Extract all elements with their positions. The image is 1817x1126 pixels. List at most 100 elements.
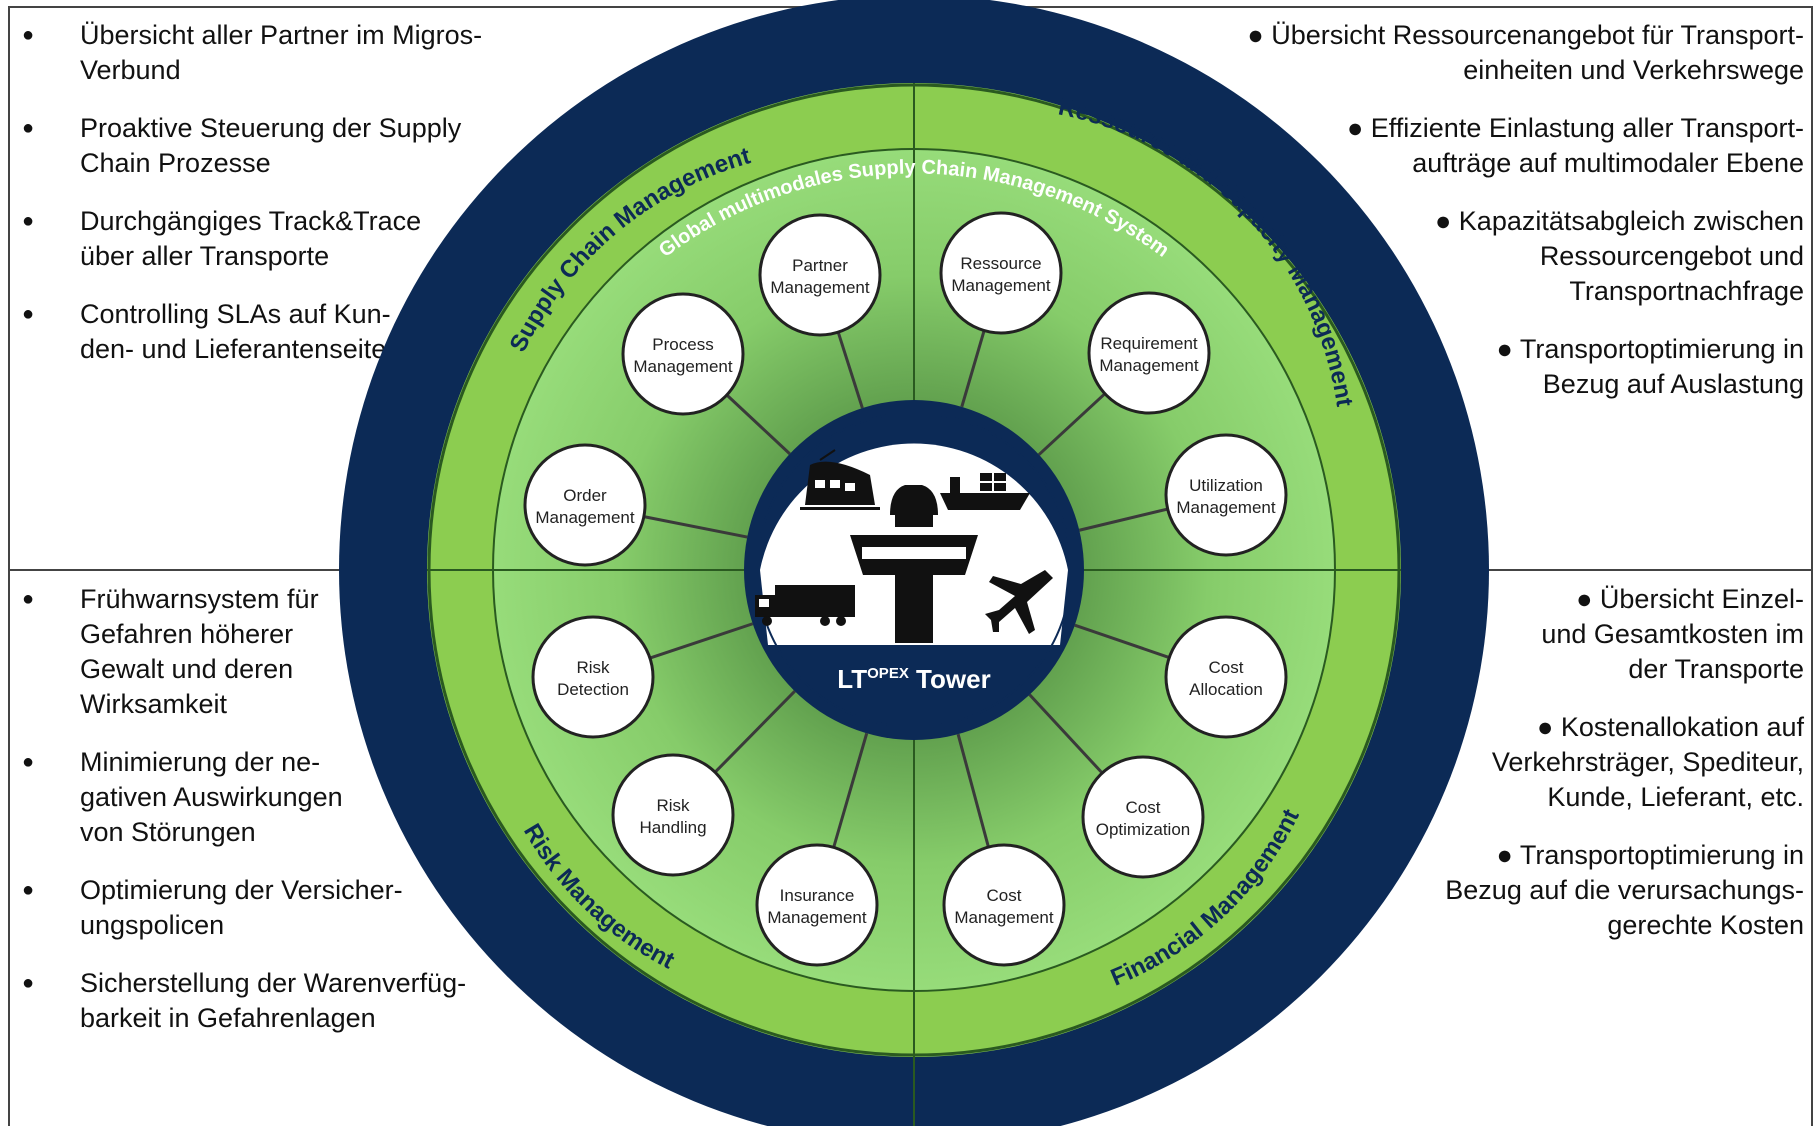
node-label: Process <box>652 335 713 354</box>
top-right-bullet-2: ● Effiziente Einlastung aller Transport-… <box>1150 111 1804 181</box>
bottom-left-bullet-2: Minimierung der ne-gativen Auswirkungenv… <box>22 745 502 850</box>
bullet-line: Minimierung der ne- <box>80 747 321 777</box>
node-circle <box>531 615 655 739</box>
node-label: Partner <box>792 256 848 275</box>
node-spokes <box>643 330 1170 848</box>
bullet-line: ● Kostenallokation auf <box>1537 712 1804 742</box>
bullet-line: ● Kapazitätsabgleich zwischen <box>1434 206 1804 236</box>
node-label: Management <box>535 508 635 527</box>
top-left-bullet-1: Übersicht aller Partner im Migros-Verbun… <box>22 18 502 88</box>
spoke-line <box>725 393 791 455</box>
bullet-line: Übersicht aller Partner im Migros-Verbun… <box>80 20 483 85</box>
node-label: Management <box>1099 356 1199 375</box>
bullet-line: Transportnachfrage <box>1569 276 1804 306</box>
bullet-line: Frühwarnsystem für <box>80 584 319 614</box>
node-label: Detection <box>557 680 629 699</box>
spoke-line <box>714 690 796 774</box>
bullet-line: gativen Auswirkungen <box>80 782 343 812</box>
node-label: Management <box>633 357 733 376</box>
node-label: Handling <box>639 818 706 837</box>
top-left-bullet-3: Durchgängiges Track&Trace über aller Tran… <box>22 204 502 274</box>
node-label: Risk <box>656 796 690 815</box>
node-label: Order <box>563 486 607 505</box>
node-label: Management <box>951 276 1051 295</box>
bullet-line: Wirksamkeit <box>80 689 227 719</box>
control-tower-icon <box>850 485 978 643</box>
bullet-line: den- und Lieferantenseite <box>80 334 387 364</box>
bullet-line: Proaktive Steuerung der Supply <box>80 113 462 143</box>
frame-right-border <box>1811 6 1813 1126</box>
spoke-line <box>649 622 754 660</box>
bullet-line: Controlling SLAs auf Kun- <box>80 299 391 329</box>
bullet-line: der Transporte <box>1628 654 1804 684</box>
node-circle <box>523 443 647 567</box>
spoke-line <box>1028 693 1104 775</box>
node-label: Management <box>767 908 867 927</box>
node-circle <box>1164 433 1288 557</box>
node-label: Cost <box>987 886 1022 905</box>
node-circle <box>758 213 882 337</box>
train-icon <box>800 449 880 510</box>
node-label: Ressource <box>960 254 1041 273</box>
bullet-line: Sicherstellung der Warenverfüg- <box>80 968 467 998</box>
frame-left-border <box>8 6 10 1126</box>
spoke-line <box>1074 623 1170 659</box>
bullet-line: einheiten und Verkehrswege <box>1463 55 1804 85</box>
bullet-line: ungspolicen <box>80 910 225 940</box>
node-label: Management <box>770 278 870 297</box>
node-circle <box>611 753 735 877</box>
bullet-line: ● Übersicht Ressourcenangebot für Transp… <box>1247 20 1804 50</box>
bullet-line: aufträge auf multimodaler Ebene <box>1412 148 1804 178</box>
node-label: Allocation <box>1189 680 1263 699</box>
spoke-line <box>956 733 990 848</box>
bullet-line: Durchgängiges Track&Trace <box>80 206 422 236</box>
bullet-line: Chain Prozesse <box>80 148 271 178</box>
bullet-line: Kunde, Lieferant, etc. <box>1547 782 1804 812</box>
bullet-line: über aller Transporte <box>80 241 330 271</box>
node-circle <box>1081 755 1205 879</box>
bullet-line: Gefahren höherer <box>80 619 294 649</box>
spoke-line <box>1078 507 1169 532</box>
function-nodes: PartnerManagementProcessManagementOrderM… <box>523 211 1288 967</box>
bullet-line: Optimierung der Versicher- <box>80 875 403 905</box>
node-circle <box>1087 291 1211 415</box>
node-circle <box>755 843 879 967</box>
spoke-line <box>643 515 748 539</box>
bullet-line: Gewalt und deren <box>80 654 294 684</box>
bullet-line: ● Übersicht Einzel- <box>1576 584 1804 614</box>
top-left-bullet-4: Controlling SLAs auf Kun-den- und Liefer… <box>22 297 502 367</box>
top-right-bullet-1: ● Übersicht Ressourcenangebot für Transp… <box>1150 18 1804 88</box>
bullet-line: ● Transportoptimierung in <box>1496 334 1804 364</box>
bullet-line: ● Transportoptimierung in <box>1496 840 1804 870</box>
node-label: Insurance <box>780 886 855 905</box>
bullet-line: ● Effiziente Einlastung aller Transport- <box>1346 113 1804 143</box>
top-left-bullets: Übersicht aller Partner im Migros-Verbun… <box>22 18 502 390</box>
node-circle <box>939 211 1063 335</box>
node-label: Management <box>1176 498 1276 517</box>
node-label: Optimization <box>1096 820 1190 839</box>
ship-icon <box>940 473 1030 510</box>
center-title: LTOPEX Tower <box>837 664 990 694</box>
node-label: Cost <box>1126 798 1161 817</box>
node-label: Cost <box>1209 658 1244 677</box>
